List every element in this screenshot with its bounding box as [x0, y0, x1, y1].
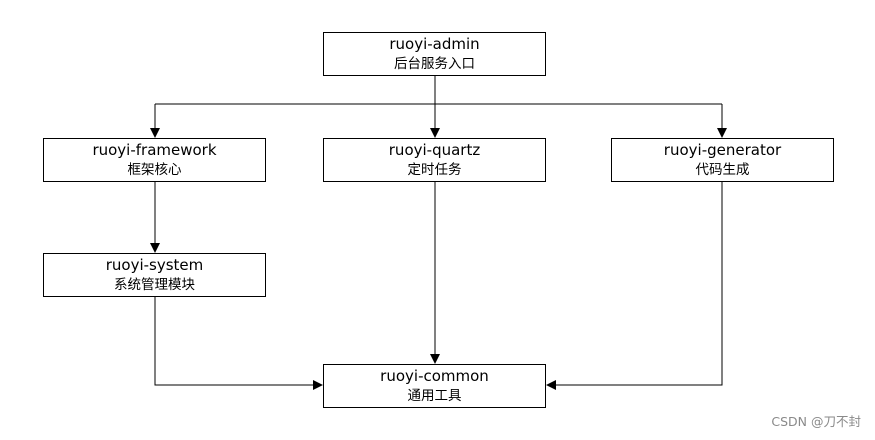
node-name: ruoyi-common	[380, 367, 489, 385]
node-description: 后台服务入口	[394, 56, 475, 72]
edge-generator-common	[546, 182, 723, 390]
node-name: ruoyi-framework	[92, 141, 217, 159]
node-description: 系统管理模块	[114, 277, 195, 293]
node-ruoyi-framework: ruoyi-framework 框架核心	[43, 138, 266, 182]
node-description: 框架核心	[127, 162, 182, 178]
node-ruoyi-generator: ruoyi-generator 代码生成	[611, 138, 834, 182]
node-description: 定时任务	[407, 162, 462, 178]
node-name: ruoyi-quartz	[388, 141, 481, 159]
node-ruoyi-common: ruoyi-common 通用工具	[323, 364, 546, 408]
node-description: 代码生成	[695, 162, 750, 178]
node-name: ruoyi-system	[105, 256, 204, 274]
node-ruoyi-quartz: ruoyi-quartz 定时任务	[323, 138, 546, 182]
edge-system-common	[154, 297, 323, 390]
node-name: ruoyi-admin	[389, 35, 480, 53]
node-ruoyi-system: ruoyi-system 系统管理模块	[43, 253, 266, 297]
watermark: CSDN @刀不封	[771, 414, 861, 429]
node-name: ruoyi-generator	[663, 141, 782, 159]
node-description: 通用工具	[407, 388, 462, 404]
node-ruoyi-admin: ruoyi-admin 后台服务入口	[323, 32, 546, 76]
